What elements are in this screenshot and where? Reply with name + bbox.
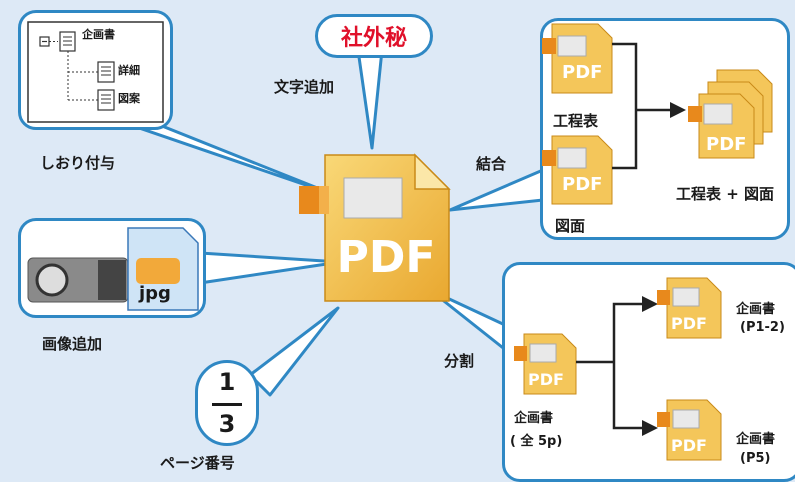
- split-out1-name: 企画書: [736, 302, 776, 317]
- document-icon: [59, 31, 76, 52]
- text-add-label: 文字追加: [274, 78, 335, 96]
- combine-bubble-tail: [448, 168, 545, 212]
- combine-label: 結合: [476, 155, 507, 173]
- page-number-bubble: [195, 360, 259, 446]
- pdf-file-text: PDF: [706, 134, 747, 155]
- combine-file2-label: 図面: [555, 217, 586, 235]
- bookmark-root-label: 企画書: [82, 28, 115, 41]
- split-arrow-icon: [642, 296, 658, 312]
- jpg-badge: jpg: [139, 283, 171, 304]
- pdf-file-icon: [657, 277, 722, 339]
- split-out2-name: 企画書: [736, 432, 776, 447]
- combine-files: [542, 23, 773, 205]
- jpg-file-icon: [127, 227, 199, 311]
- page-denominator: 3: [218, 410, 236, 438]
- combine-file1-label: 工程表: [553, 112, 599, 130]
- pdf-file-icon: [514, 333, 577, 395]
- split-source-pages: ( 全 5p): [510, 434, 563, 449]
- page-number-label: ページ番号: [160, 454, 235, 472]
- pdf-file-text: PDF: [562, 62, 603, 83]
- document-icon: [97, 89, 115, 111]
- stamp-bubble: [315, 14, 433, 58]
- combine-result-label: 工程表 + 図面: [676, 185, 775, 203]
- pdf-file-text: PDF: [671, 436, 707, 455]
- split-label: 分割: [444, 352, 475, 370]
- split-source-name: 企画書: [514, 411, 554, 426]
- bookmark-label: しおり付与: [40, 154, 116, 172]
- pdf-file-text: PDF: [562, 174, 603, 195]
- split-files: [514, 277, 722, 461]
- pdf-center-text: PDF: [336, 232, 436, 283]
- pdf-file-icon: [299, 153, 451, 302]
- stamp-bubble-tail: [356, 48, 384, 150]
- split-arrow-icon: [642, 420, 658, 436]
- bookmark-child2-label: 図案: [118, 92, 140, 105]
- split-out2-pages: (P5): [740, 451, 771, 466]
- bookmark-tree: [27, 21, 164, 123]
- image-content: [27, 227, 199, 311]
- projector-icon: [27, 257, 129, 303]
- merge-arrow-icon: [670, 102, 686, 118]
- document-icon: [97, 61, 115, 83]
- page-number-bubble-tail: [248, 306, 340, 397]
- pdf-file-icon: [657, 399, 722, 461]
- fraction-bar: [212, 403, 242, 406]
- bookmark-child1-label: 詳細: [118, 64, 140, 77]
- pdf-file-icon: [542, 135, 613, 205]
- pdf-file-text: PDF: [671, 314, 707, 333]
- pdf-file-icon: [688, 69, 773, 159]
- split-out1-pages: (P1-2): [740, 320, 785, 335]
- page-numerator: 1: [218, 368, 236, 396]
- image-add-label: 画像追加: [42, 335, 103, 353]
- pdf-file-icon: [542, 23, 613, 94]
- pdf-file-text: PDF: [528, 370, 564, 389]
- confidential-stamp: 社外秘: [340, 26, 407, 51]
